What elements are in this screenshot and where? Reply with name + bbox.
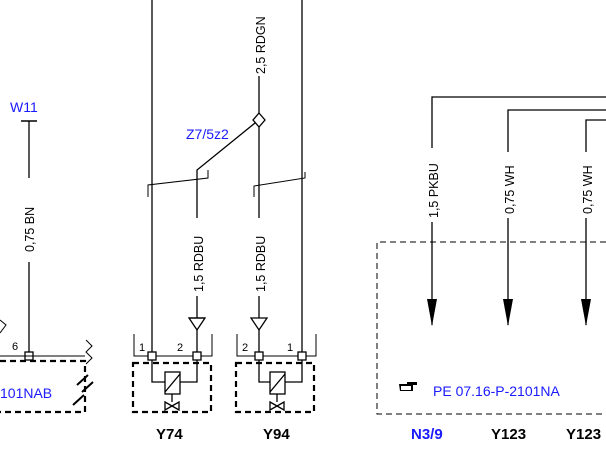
y74-valve: 1 2 Y74 xyxy=(131,334,213,443)
w11-branch: W11 0,75 BN 6 101NAB xyxy=(0,99,94,414)
y94-label: Y94 xyxy=(263,426,290,443)
y94-valve: 2 1 Y94 xyxy=(234,334,317,443)
n39-wire-label: 1,5 PKBU xyxy=(427,163,441,218)
y74-plug-symbol xyxy=(187,317,207,332)
pin-label-6: 6 xyxy=(12,341,18,353)
rdgn-wire-label: 2,5 RDGN xyxy=(254,16,268,74)
pointing-hand-icon xyxy=(399,382,417,391)
z7-splice-symbol xyxy=(252,112,266,128)
y123a-arrow-icon xyxy=(503,299,513,326)
y123b-wire-label: 0,75 WH xyxy=(581,165,595,214)
w11-connector-label: W11 xyxy=(10,99,38,115)
valve-section: 2,5 RDGN Z7/5z2 1,5 RDBU 1,5 RDBU 1 2 xyxy=(131,0,317,443)
n39-label: N3/9 xyxy=(411,426,443,443)
y94-pin-1-label: 1 xyxy=(287,342,293,354)
y94-plug-symbol xyxy=(249,317,269,332)
y74-pin-1-label: 1 xyxy=(139,342,145,354)
y123a-label: Y123 xyxy=(491,426,526,443)
y74-label: Y74 xyxy=(156,426,183,443)
y123b-arrow-icon xyxy=(581,299,591,326)
right-reference-label: PE 07.16-P-2101NA xyxy=(433,383,561,399)
y94-wire-label: 1,5 RDBU xyxy=(254,236,268,292)
w11-wire-label-bg xyxy=(14,178,44,262)
y94-pin-2-label: 2 xyxy=(242,342,248,354)
y74-wire-label: 1,5 RDBU xyxy=(192,236,206,292)
n39-arrow-icon xyxy=(427,299,437,326)
left-module-box xyxy=(0,359,87,414)
y123b-label: Y123 xyxy=(566,426,601,443)
right-section: 1,5 PKBU 0,75 WH 0,75 WH PE 07.16-P-2101… xyxy=(376,96,606,443)
y123a-wire-label: 0,75 WH xyxy=(503,165,517,214)
left-reference-label: 101NAB xyxy=(0,385,52,401)
y74-pin-2-label: 2 xyxy=(177,342,183,354)
w11-wire-label: 0,75 BN xyxy=(23,207,37,252)
z7-connector-label: Z7/5z2 xyxy=(186,126,229,142)
right-module-box xyxy=(376,241,606,415)
